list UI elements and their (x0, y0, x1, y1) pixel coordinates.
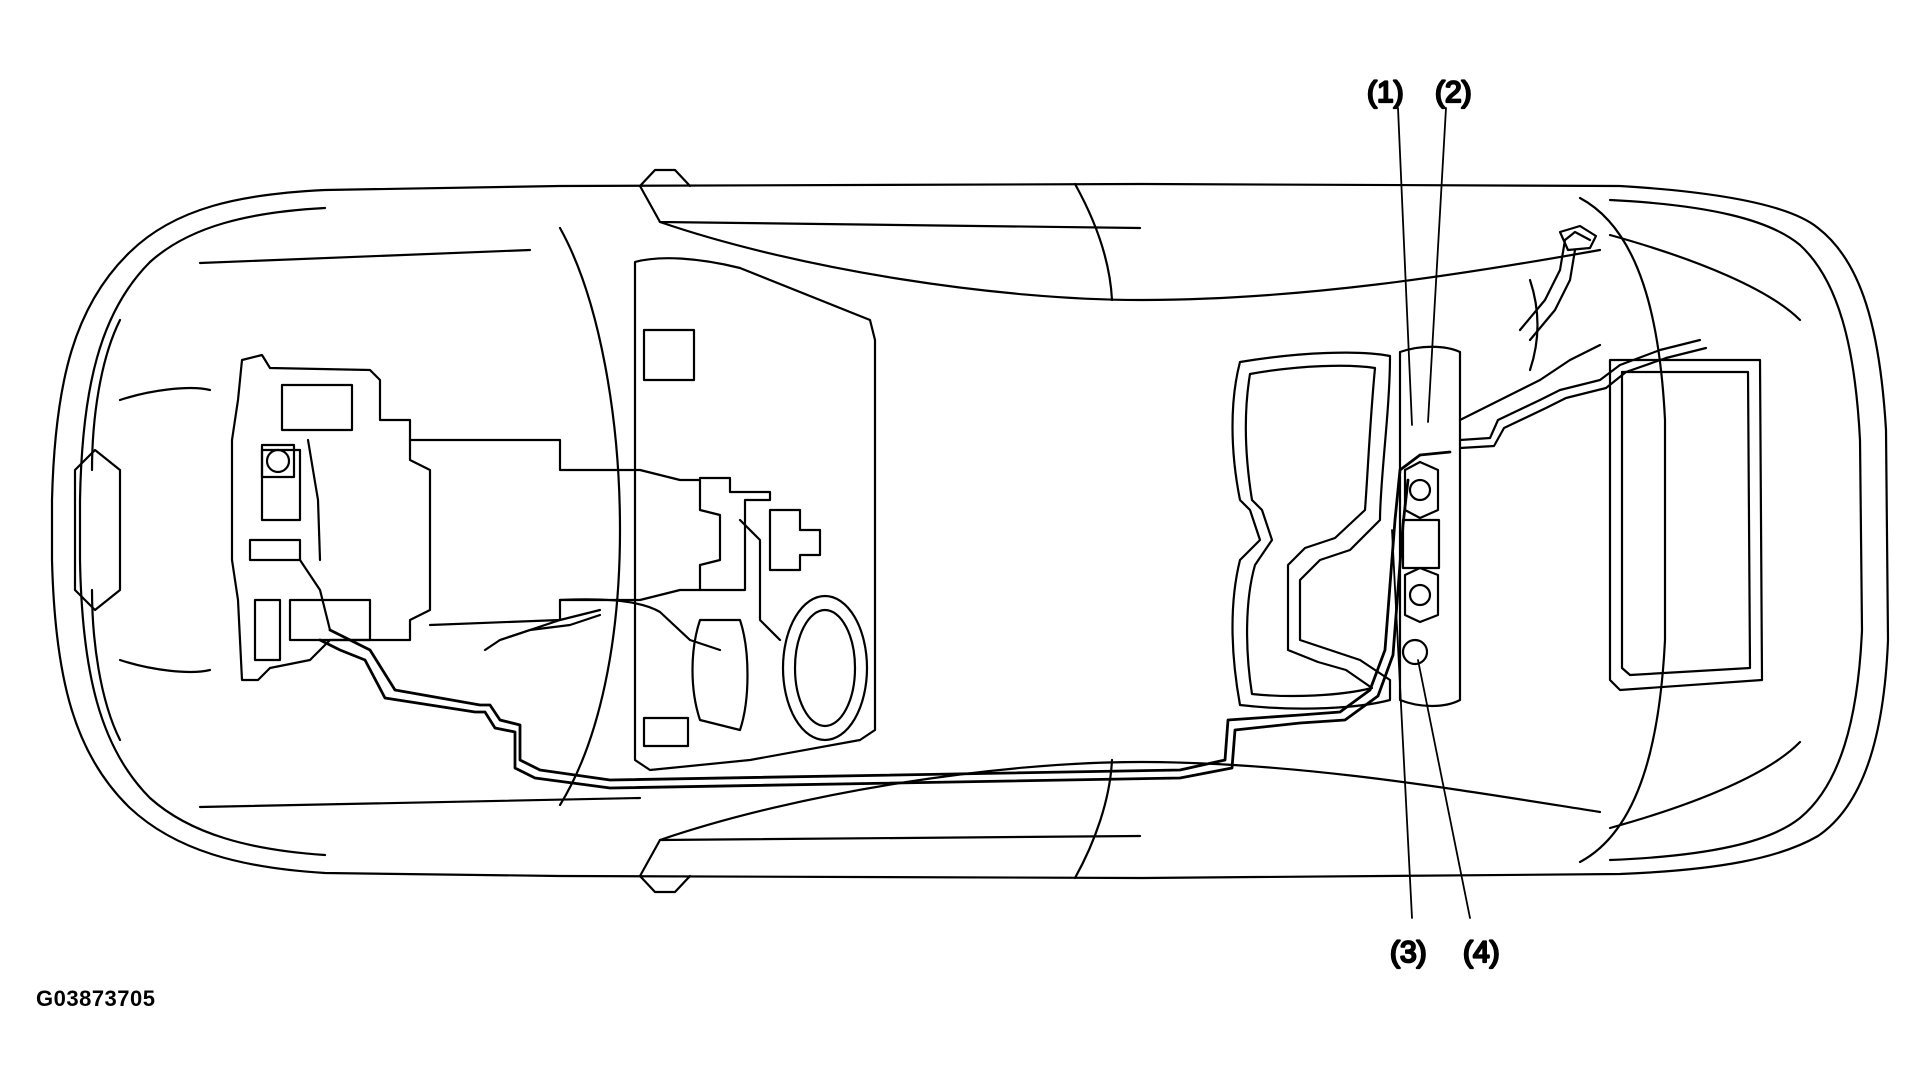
leader-2 (1427, 107, 1447, 423)
engine-head-lower (288, 598, 372, 642)
quarter-top (1608, 233, 1802, 322)
fuel-line-engine-2 (306, 438, 322, 562)
fuel-tank-outline (1231, 351, 1392, 710)
throttle-body (260, 443, 296, 479)
drive-tunnel (738, 518, 782, 642)
fuel-line-vapor (1458, 338, 1702, 442)
figure-id: G03873705 (36, 986, 156, 1011)
front-fascia-lower-wing (118, 658, 212, 674)
fuel-filter (1401, 518, 1441, 570)
engine-detail-2 (248, 538, 302, 562)
rear-inner-outline (1608, 198, 1864, 862)
front-fascia-upper-wing (118, 386, 212, 402)
steering-wheel-outer (781, 594, 869, 742)
fuel-sender-lower (1403, 566, 1440, 624)
drain-plug (1401, 638, 1429, 666)
trunk-inner (1620, 370, 1752, 677)
front-console-outline (633, 257, 877, 772)
rear-window (1578, 196, 1667, 864)
fuel-tank-inner (1244, 364, 1377, 698)
engine-head-upper (280, 383, 354, 432)
hood-line-top (198, 248, 532, 265)
body-inner-outline (78, 206, 327, 857)
console-box-upper (642, 328, 696, 382)
engine-detail-3 (253, 598, 282, 662)
filler-cap (1558, 224, 1598, 252)
body-outer-outline (50, 182, 1890, 880)
fuel-line-feed (328, 450, 1452, 782)
steering-rack (558, 598, 722, 652)
hood-line-bottom (198, 796, 642, 809)
callout-labels: (1) (2) (3) (4) (1366, 75, 1501, 970)
b-pillar-bottom (1073, 758, 1114, 880)
callout-leaders (1391, 107, 1471, 919)
b-pillar-top (1073, 182, 1114, 302)
front-grille-lower (90, 588, 122, 742)
fuel-sender-upper-hole (1408, 478, 1432, 502)
engine-assembly (230, 353, 822, 682)
steering-wheel-inner (793, 608, 857, 728)
cabin-side-top (658, 220, 1602, 302)
filler-neck-2 (1528, 248, 1577, 342)
engine-block (230, 353, 432, 682)
side-mirror-bottom (638, 874, 692, 894)
leader-1 (1397, 107, 1413, 426)
callout-label-3: (3) (1390, 936, 1427, 969)
console-box-lower (642, 716, 690, 748)
shift-linkage (498, 613, 602, 642)
fuel-line-vapor-2 (1458, 346, 1708, 450)
a-pillar-bottom (638, 834, 1142, 878)
rear-crossmember (1458, 343, 1602, 422)
front-grille-upper (90, 318, 122, 472)
linkage-1 (483, 608, 602, 652)
leader-3 (1391, 529, 1413, 919)
transfer-housing (768, 508, 822, 572)
filler-neck (1518, 230, 1592, 332)
callout-label-2: (2) (1435, 76, 1472, 109)
trunk-outline (1608, 358, 1764, 692)
vehicle-body (50, 168, 1890, 894)
fuel-pump-housing (1398, 345, 1462, 708)
engine-detail-1 (260, 448, 302, 522)
cabin-side-bottom (658, 760, 1602, 842)
a-pillar-top (638, 184, 1142, 230)
cabin-interior (633, 257, 877, 772)
leader-4 (1417, 659, 1471, 919)
transmission-case (408, 438, 722, 627)
rear-link-1 (1528, 278, 1539, 372)
fuel-sender-lower-hole (1408, 583, 1432, 607)
fuel-tank-area (1231, 278, 1764, 710)
shifter-boot (691, 618, 749, 732)
callout-label-4: (4) (1463, 936, 1500, 969)
quarter-bottom (1608, 740, 1802, 830)
fuel-line-return (318, 478, 1410, 790)
windshield (558, 226, 622, 807)
throttle-body-bolt (265, 448, 291, 474)
fuel-lines (298, 224, 1708, 790)
transmission-tail (698, 476, 772, 592)
fuel-line-engine-1 (298, 558, 332, 632)
side-mirror-top (638, 168, 692, 188)
callout-label-1: (1) (1367, 76, 1404, 109)
front-fascia-v (73, 448, 122, 612)
